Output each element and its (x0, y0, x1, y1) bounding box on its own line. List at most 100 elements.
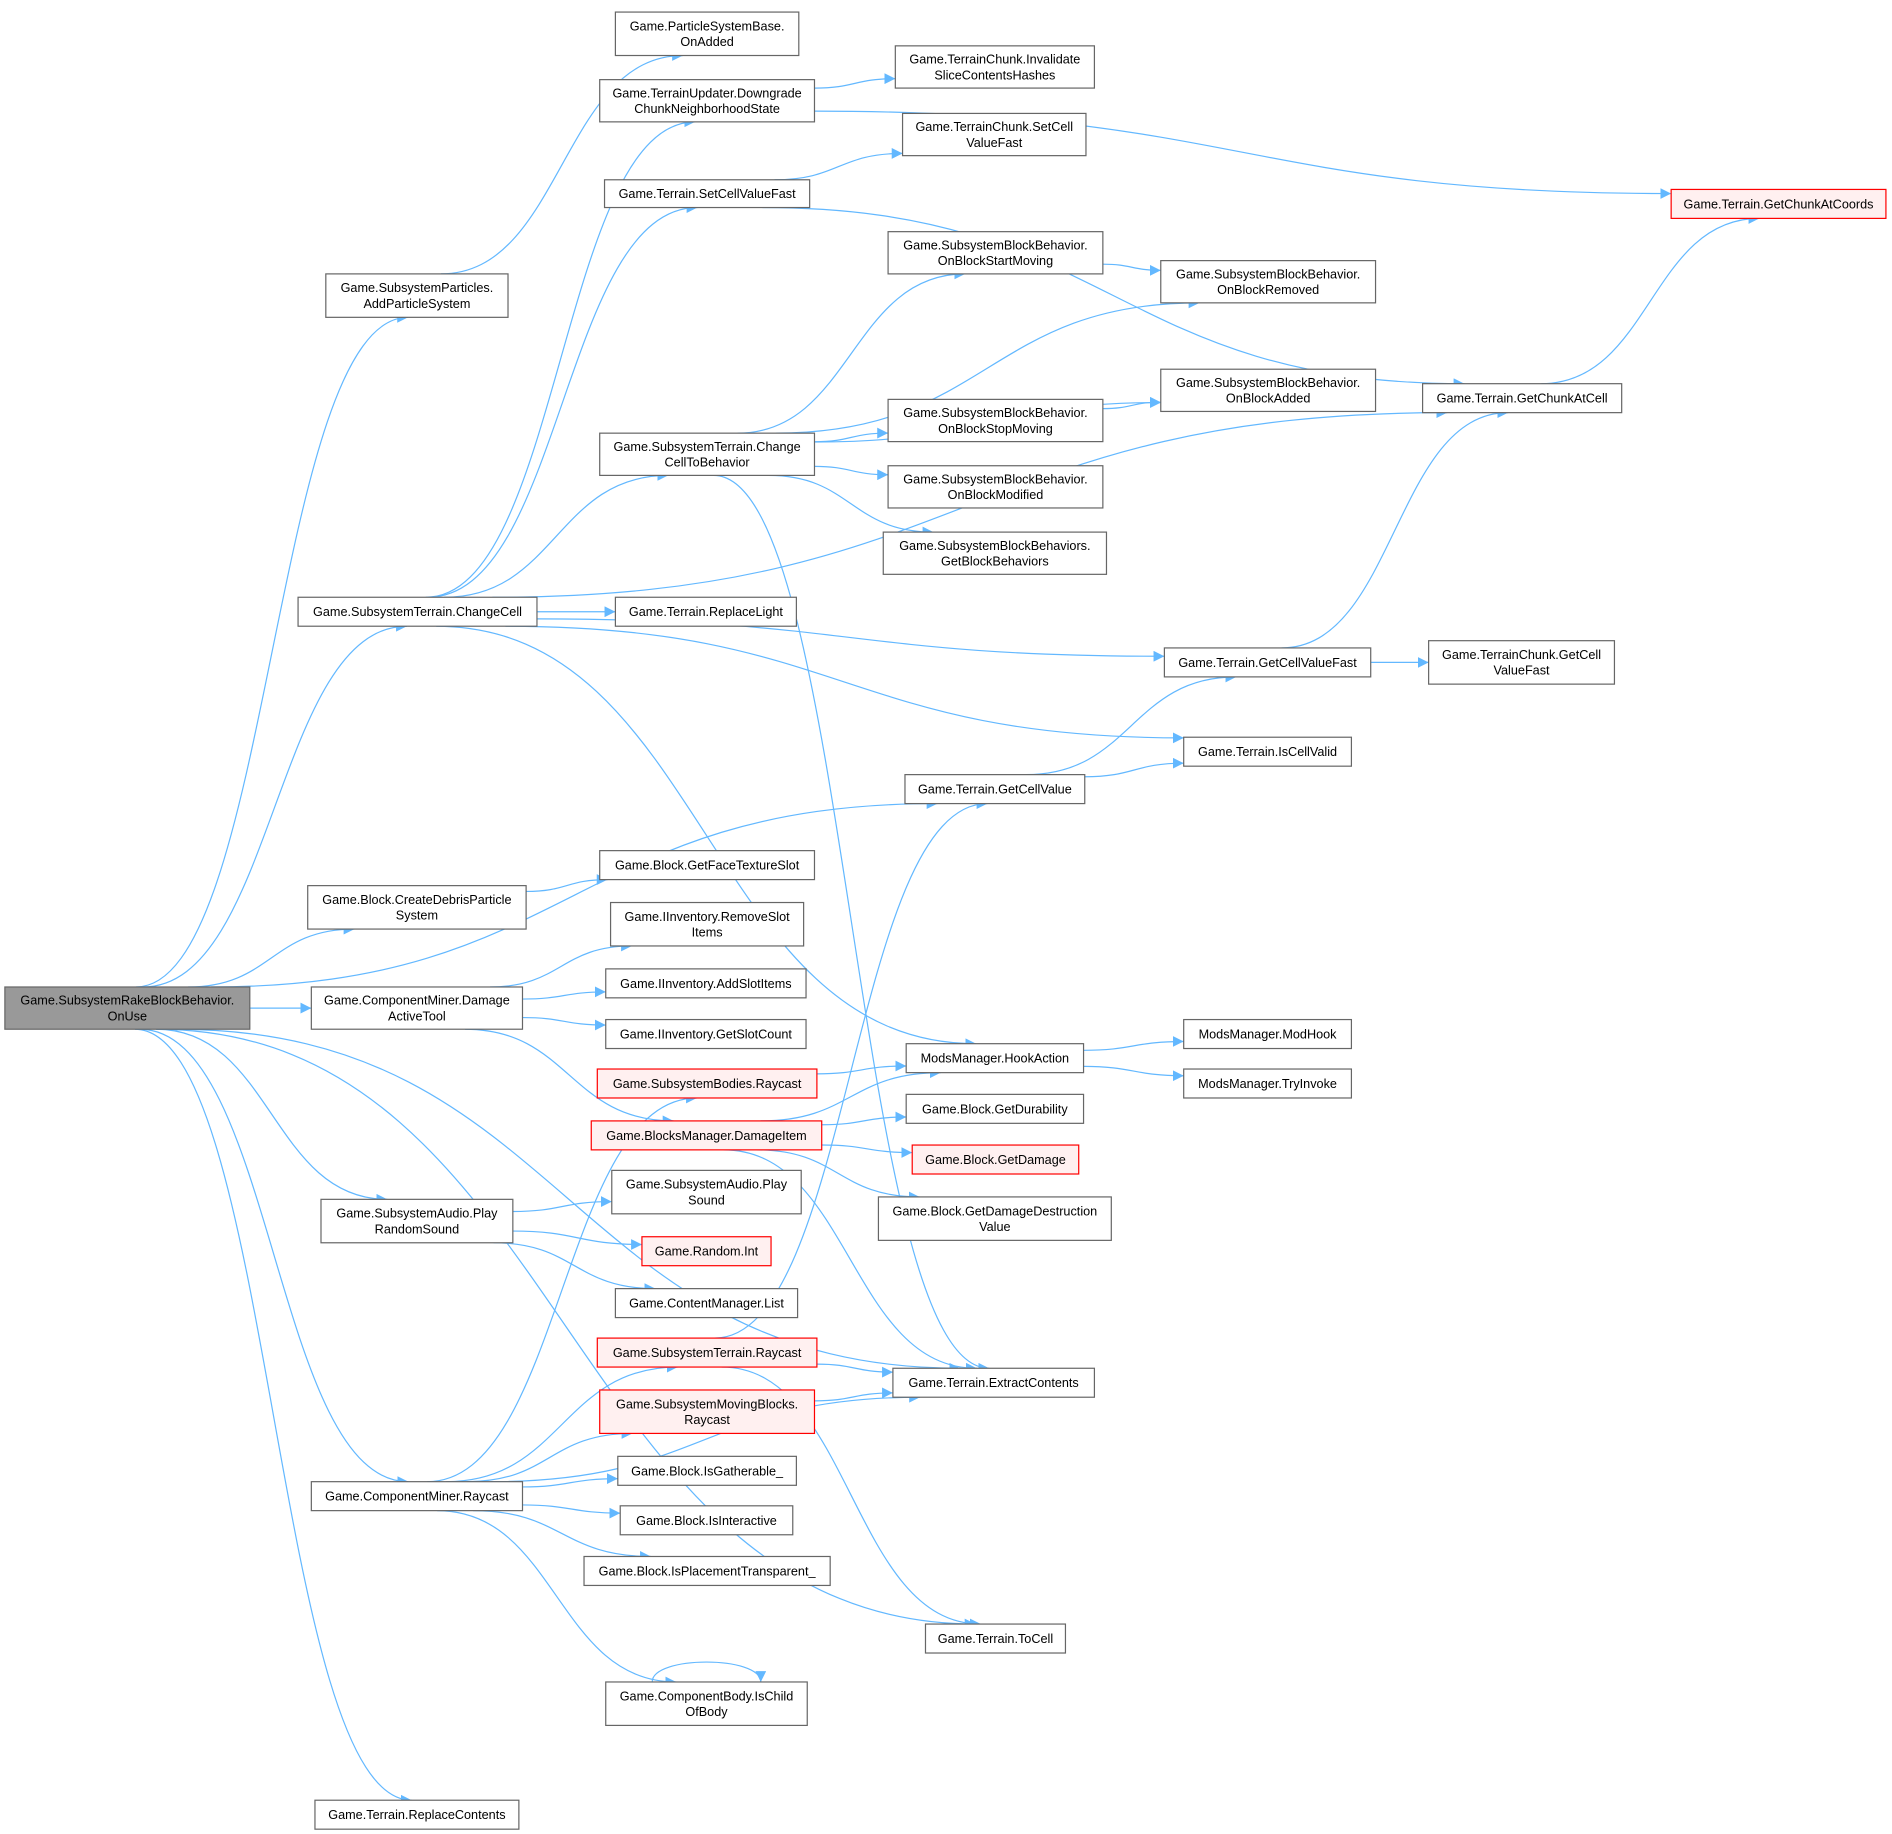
node-label: CellToBehavior (665, 456, 750, 470)
node-label: SliceContentsHashes (934, 68, 1055, 82)
edge-n22-n21 (1084, 757, 1184, 778)
edge-n45-n46 (522, 1504, 621, 1519)
node-box (307, 885, 527, 930)
graph-node[interactable]: Game.Random.Int (641, 1236, 772, 1267)
node-label: Game.SubsystemBlockBehavior. (903, 472, 1087, 486)
graph-node[interactable]: Game.SubsystemBlockBehavior.OnBlockStart… (887, 231, 1104, 275)
graph-node[interactable]: Game.ComponentMiner.Raycast (310, 1481, 524, 1512)
graph-node[interactable]: Game.IInventory.GetSlotCount (605, 1018, 807, 1050)
node-box (614, 596, 797, 627)
node-label: Game.SubsystemRakeBlockBehavior. (20, 994, 234, 1008)
graph-node[interactable]: Game.Terrain.ExtractContents (892, 1367, 1096, 1398)
node-box (1670, 188, 1887, 219)
graph-node[interactable]: Game.Terrain.ToCell (924, 1623, 1067, 1654)
graph-node[interactable]: Game.TerrainChunk.InvalidateSliceContent… (894, 45, 1096, 89)
edge-n1-n50 (134, 1028, 412, 1806)
edge-n45-n47 (473, 1510, 651, 1562)
graph-node[interactable]: Game.Terrain.GetChunkAtCell (1421, 383, 1623, 414)
node-box (887, 398, 1104, 443)
graph-node[interactable]: Game.Terrain.GetCellValue (904, 774, 1086, 805)
edge-n17-n3 (425, 116, 696, 598)
graph-node[interactable]: Game.ParticleSystemBase.OnAdded (614, 11, 800, 57)
edge-n26-n28 (522, 1016, 606, 1031)
edge-n45-n41 (446, 1361, 678, 1483)
graph-node[interactable]: Game.Block.GetDamage (911, 1144, 1080, 1175)
node-label: Game.Block.IsPlacementTransparent_ (599, 1564, 817, 1578)
graph-node[interactable]: ModsManager.HookAction (905, 1043, 1085, 1074)
node-box (887, 465, 1104, 509)
graph-node[interactable]: ModsManager.ModHook (1183, 1018, 1353, 1050)
graph-node[interactable]: Game.Terrain.GetChunkAtCoords (1670, 188, 1887, 219)
graph-node[interactable]: Game.TerrainUpdater.DowngradeChunkNeighb… (599, 79, 816, 123)
node-label: Game.ComponentMiner.Damage (324, 994, 510, 1008)
edge-n36-n37 (512, 1196, 612, 1213)
graph-node[interactable]: Game.Block.GetDurability (905, 1093, 1085, 1124)
edge-n13-n9 (737, 268, 966, 434)
edge-n13-n14 (814, 427, 889, 443)
node-label: Game.Terrain.GetCellValue (918, 783, 1072, 797)
edge-n43-n42 (814, 1387, 893, 1402)
edge-n8-n2 (440, 50, 684, 275)
graph-node[interactable]: Game.Block.IsGatherable_ (617, 1455, 797, 1486)
graph-node[interactable]: Game.SubsystemBlockBehavior.OnBlockRemov… (1160, 260, 1377, 304)
graph-node[interactable]: Game.Terrain.GetCellValueFast (1163, 647, 1372, 678)
node-label: System (396, 909, 438, 923)
node-label: Game.TerrainUpdater.Downgrade (612, 86, 801, 100)
node-box (911, 1144, 1080, 1175)
graph-node[interactable]: Game.SubsystemTerrain.ChangeCellToBehavi… (599, 432, 816, 476)
node-box (596, 1068, 818, 1099)
node-label: Game.ParticleSystemBase. (630, 19, 785, 33)
graph-node[interactable]: Game.Terrain.ReplaceLight (614, 596, 797, 627)
graph-node[interactable]: Game.SubsystemTerrain.Raycast (596, 1337, 818, 1368)
graph-node[interactable]: Game.SubsystemTerrain.ChangeCell (297, 596, 538, 627)
edge-n29-n30 (1083, 1036, 1184, 1051)
node-label: ValueFast (1494, 664, 1551, 678)
edge-n41-n48 (721, 1366, 981, 1630)
edge-n45-n43 (466, 1427, 633, 1483)
graph-node[interactable]: Game.SubsystemBlockBehavior.OnBlockAdded (1160, 368, 1377, 413)
graph-node[interactable]: Game.TerrainChunk.SetCellValueFast (901, 112, 1087, 157)
node-label: Game.SubsystemTerrain.ChangeCell (313, 605, 522, 619)
graph-node[interactable]: Game.Terrain.ReplaceContents (314, 1799, 520, 1830)
graph-node[interactable]: Game.SubsystemBlockBehavior.OnBlockModif… (887, 465, 1104, 509)
node-label: Game.SubsystemBlockBehavior. (1176, 376, 1360, 390)
graph-node[interactable]: Game.TerrainChunk.GetCellValueFast (1428, 640, 1616, 685)
edge-n14-n11 (1102, 396, 1161, 410)
graph-node[interactable]: Game.SubsystemMovingBlocks.Raycast (599, 1389, 816, 1435)
edge-n36-n39 (512, 1230, 642, 1250)
edge-n12-n7 (1541, 212, 1760, 385)
graph-node[interactable]: Game.SubsystemBlockBehavior.OnBlockStopM… (887, 398, 1104, 443)
graph-node[interactable]: Game.ContentManager.List (614, 1288, 799, 1319)
edge-n19-n12 (1281, 407, 1509, 649)
edge-n45-n42 (490, 1391, 921, 1483)
node-label: Game.SubsystemBlockBehavior. (903, 238, 1087, 252)
graph-node[interactable]: Game.BlocksManager.DamageItem (590, 1120, 823, 1151)
edge-n26-n25 (489, 940, 632, 988)
graph-node[interactable]: Game.IInventory.AddSlotItems (605, 968, 807, 999)
graph-node[interactable]: Game.SubsystemBodies.Raycast (596, 1068, 818, 1099)
graph-node[interactable]: Game.SubsystemRakeBlockBehavior.OnUse (4, 986, 251, 1030)
graph-node[interactable]: ModsManager.TryInvoke (1183, 1068, 1353, 1099)
node-box (924, 1623, 1067, 1654)
graph-node[interactable]: Game.SubsystemBlockBehaviors.GetBlockBeh… (882, 531, 1108, 575)
edge-n26-n33 (464, 1028, 674, 1127)
graph-node[interactable]: Game.Block.IsPlacementTransparent_ (583, 1555, 831, 1587)
graph-node[interactable]: Game.Terrain.SetCellValueFast (603, 179, 811, 209)
edge-n17-n13 (444, 469, 669, 598)
node-label: ValueFast (966, 136, 1023, 150)
graph-node[interactable]: Game.Block.IsInteractive (619, 1505, 794, 1536)
node-label: Game.Block.GetDurability (922, 1102, 1068, 1116)
node-box (614, 1288, 799, 1319)
graph-node[interactable]: Game.Terrain.IsCellValid (1183, 736, 1353, 767)
graph-node[interactable]: Game.SubsystemParticles.AddParticleSyste… (325, 273, 509, 318)
node-box (609, 901, 805, 947)
graph-node[interactable]: Game.Block.GetFaceTextureSlot (599, 850, 816, 881)
node-label: Game.SubsystemBlockBehaviors. (899, 539, 1090, 553)
